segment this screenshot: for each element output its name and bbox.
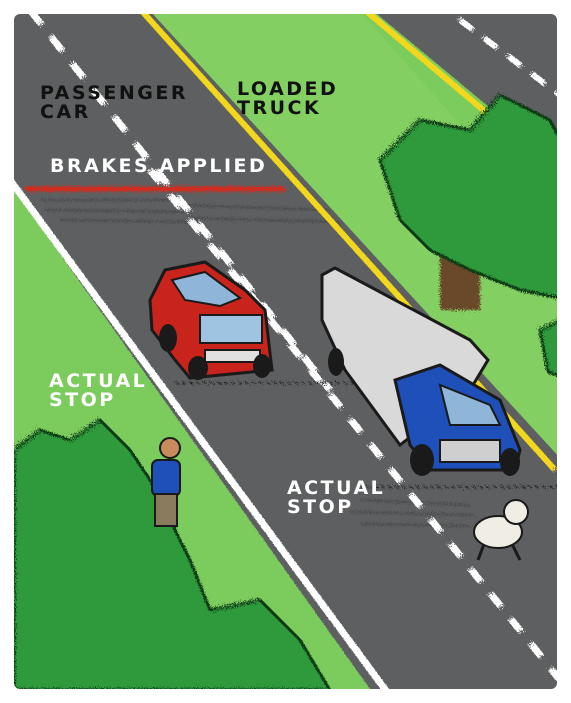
truck-stop-label: ACTUAL STOP: [287, 479, 385, 517]
passenger-car-label: PASSENGER CAR: [40, 84, 188, 122]
truck-stop-label-line2: STOP: [287, 498, 385, 517]
passenger-car-label-line2: CAR: [40, 103, 188, 122]
car-stop-label-line2: STOP: [49, 391, 147, 410]
brakes-applied-label: BRAKES APPLIED: [50, 157, 267, 176]
loaded-truck-label-line2: TRUCK: [237, 99, 338, 118]
car-stop-label: ACTUAL STOP: [49, 372, 147, 410]
loaded-truck-label: LOADED TRUCK: [237, 80, 338, 118]
brakes-applied-text: BRAKES APPLIED: [50, 157, 267, 176]
